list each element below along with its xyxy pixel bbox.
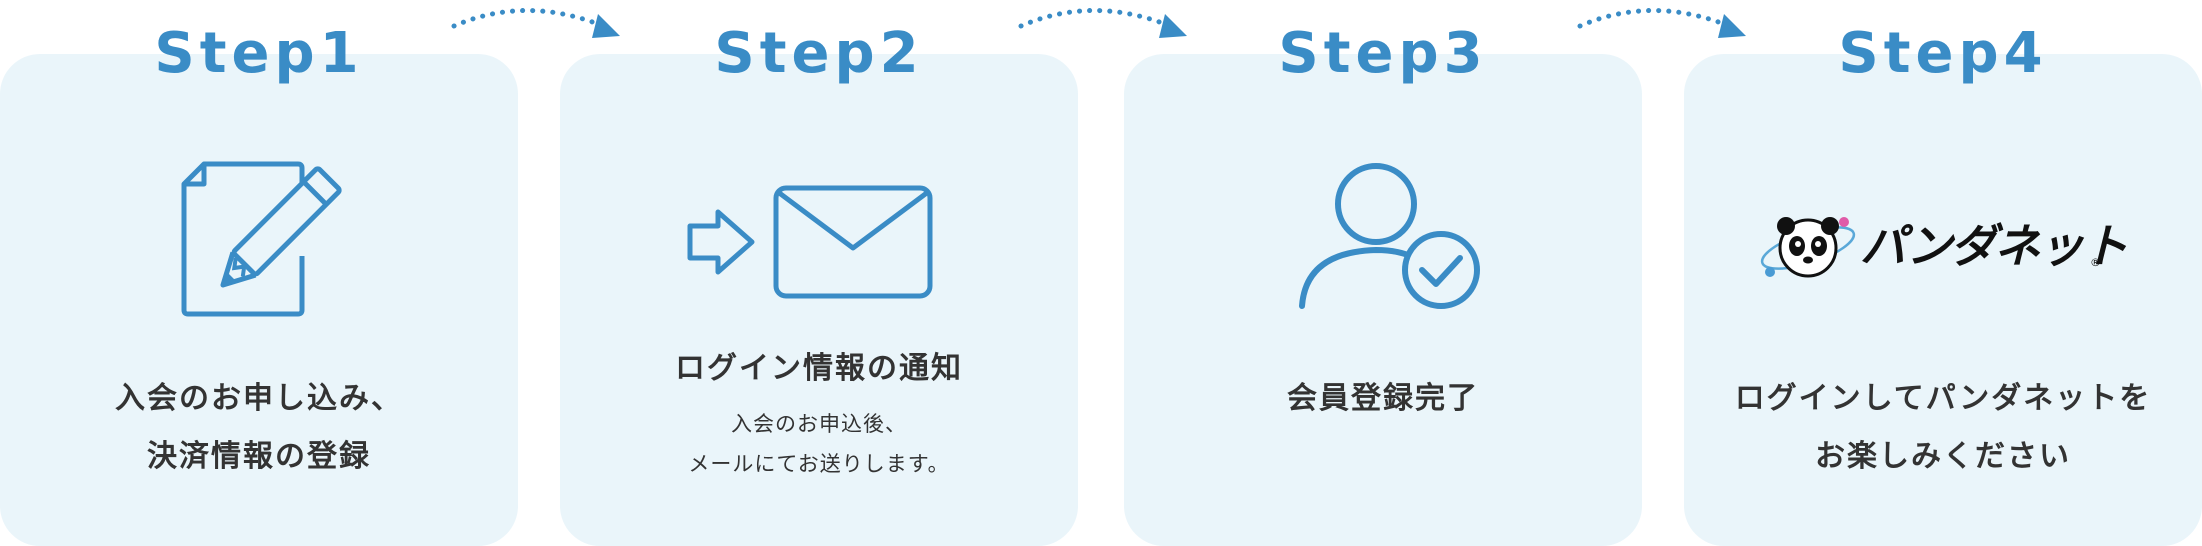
step-description-line: 会員登録完了 [1287,381,1479,416]
panda-logo-icon [1756,212,1860,282]
panda-logo-text: パンダネット [1860,219,2128,273]
step-card-2 [560,54,1078,546]
step-title-4: Step4 [1838,21,2048,86]
step-description-3: 会員登録完了 [1124,370,1642,428]
step-card-1 [0,54,518,546]
step-title-1: Step1 [154,21,364,86]
step-description-line: メールにてお送りします。 [688,452,950,476]
registered-mark: ® [2090,256,2101,269]
step-description-line: 入会のお申込後、 [731,412,907,436]
step-description-line: 入会のお申し込み、 [115,381,403,416]
step-title-2: Step2 [714,21,924,86]
step-description-line: お楽しみください [1815,439,2071,474]
step-heading-2: ログイン情報の通知 [675,351,963,386]
step-description-line: ログインしてパンダネットを [1734,381,2152,416]
step-card-3 [1124,54,1642,546]
step-description-1: 入会のお申し込み、 決済情報の登録 [0,370,518,486]
step-description-4: ログインしてパンダネットを お楽しみください [1684,370,2202,486]
dotted-arrow-icon [451,8,620,38]
step-description-line: 決済情報の登録 [147,439,371,474]
step-card-4 [1684,54,2202,546]
step-description-2: 入会のお申込後、 メールにてお送りします。 [560,404,1078,484]
dotted-arrow-icon [1018,8,1187,38]
document-pencil-icon [180,160,360,320]
dotted-arrow-icon [1577,8,1746,38]
arrow-envelope-icon [686,184,936,300]
user-check-icon [1296,160,1486,320]
step-title-3: Step3 [1278,21,1488,86]
